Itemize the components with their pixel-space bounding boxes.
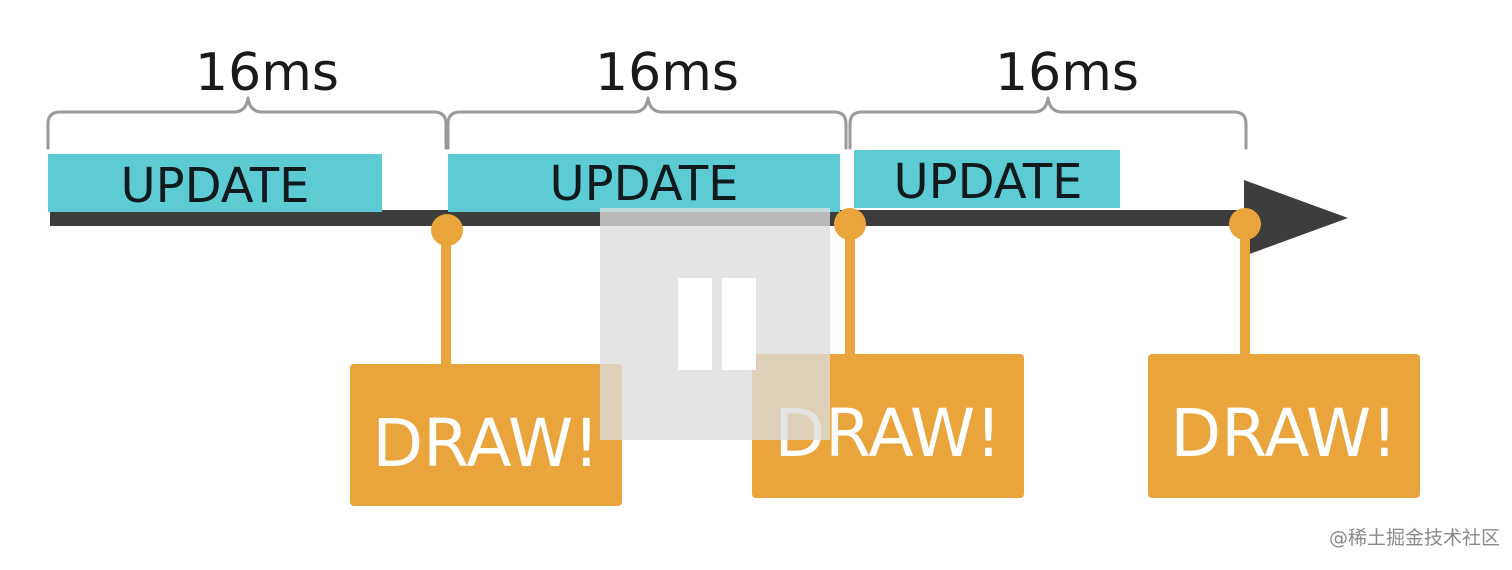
- draw-connectors: [431, 208, 1261, 366]
- update-block-1: [48, 154, 382, 212]
- timeline-arrow-head: [1244, 180, 1348, 256]
- draw-block-1: [350, 364, 622, 506]
- frame-bracket-1: [46, 96, 448, 150]
- draw-dot-1: [431, 214, 463, 246]
- draw-label-1: DRAW!: [372, 405, 599, 482]
- pause-icon-bar-left: [678, 278, 712, 370]
- update-blocks: [48, 150, 1120, 212]
- update-label-1: UPDATE: [121, 158, 310, 214]
- frame-duration-label-3: 16ms: [995, 43, 1139, 103]
- draw-dot-2: [834, 208, 866, 240]
- update-label-3: UPDATE: [894, 154, 1083, 210]
- frame-bracket-3: [848, 96, 1248, 150]
- frame-duration-label-2: 16ms: [595, 43, 739, 103]
- draw-label-3: DRAW!: [1170, 395, 1397, 472]
- frame-brackets: [46, 96, 1248, 150]
- draw-stem-1: [441, 228, 451, 366]
- update-block-2: [448, 154, 840, 212]
- draw-stem-2: [845, 222, 855, 358]
- frame-bracket-2: [446, 96, 848, 150]
- draw-stem-3: [1240, 222, 1250, 358]
- pause-overlay[interactable]: [600, 208, 830, 440]
- pause-icon-bar-right: [722, 278, 756, 370]
- update-block-3: [854, 150, 1120, 208]
- frame-duration-label-1: 16ms: [195, 43, 339, 103]
- draw-block-3: [1148, 354, 1420, 498]
- watermark-text: @稀土掘金技术社区: [1328, 527, 1500, 549]
- update-label-2: UPDATE: [550, 156, 739, 212]
- draw-dot-3: [1229, 208, 1261, 240]
